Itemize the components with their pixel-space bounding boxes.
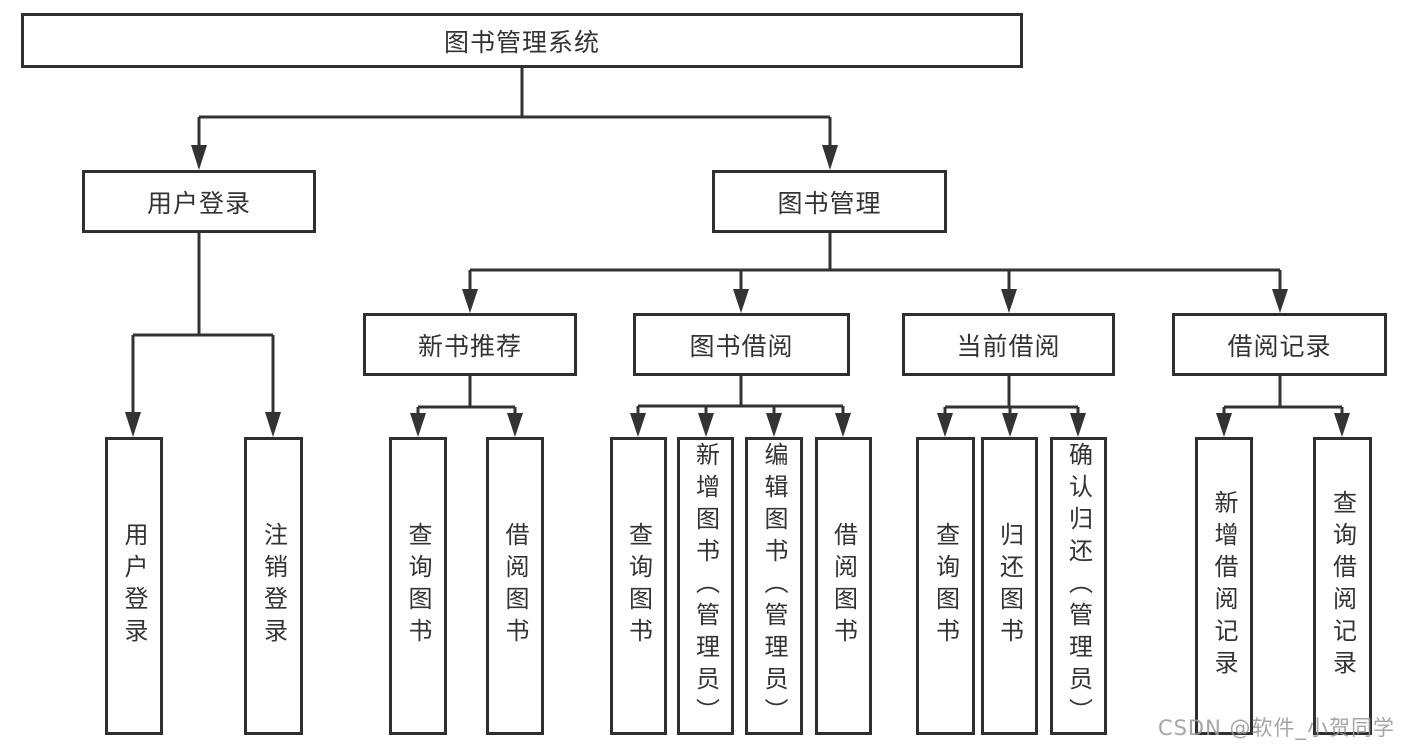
connector-book-management-level3: [468, 233, 1282, 290]
leaf-confirm-return-admin: 确认归还（管理员）: [1050, 437, 1107, 735]
node-label: 图书管理: [777, 188, 882, 218]
node-label: 用户登录: [146, 188, 251, 218]
node-label: 借阅图书: [501, 522, 529, 650]
node-label: 查询图书: [404, 522, 432, 650]
node-borrowing-records: 借阅记录: [1172, 313, 1387, 376]
arrowheads-current-borrow-group: [937, 413, 1086, 437]
node-label: 新增借阅记录: [1210, 490, 1238, 682]
node-library-management-system: 图书管理系统: [21, 13, 1023, 68]
node-new-book-recommendation: 新书推荐: [363, 313, 577, 376]
csdn-watermark: CSDN @软件_小贺同学: [1157, 716, 1395, 740]
node-label: 用户登录: [120, 522, 148, 650]
leaf-query-books-current: 查询图书: [916, 437, 975, 735]
connector-book-borrow-group: [636, 375, 845, 414]
node-label: 注销登录: [259, 522, 288, 650]
node-user-login: 用户登录: [82, 170, 316, 233]
arrowheads-user-login-group: [125, 412, 281, 437]
connector-root-level2: [197, 68, 832, 147]
node-label: 图书管理系统: [443, 27, 600, 57]
arrowheads-book-borrow-group: [630, 413, 851, 437]
node-label: 图书借阅: [689, 331, 794, 361]
node-label: 确认归还（管理员）: [1064, 442, 1093, 730]
node-book-borrowing: 图书借阅: [633, 313, 850, 376]
connector-user-login-group: [131, 233, 275, 414]
arrowheads-new-book-group: [410, 413, 523, 437]
node-label: 当前借阅: [956, 331, 1061, 361]
leaf-logout: 注销登录: [244, 437, 303, 735]
node-label: 查询借阅记录: [1328, 490, 1357, 682]
arrowheads-level2: [191, 145, 838, 170]
arrowheads-borrow-records-group: [1216, 413, 1350, 437]
leaf-add-books-admin: 新增图书（管理员）: [677, 437, 734, 735]
node-label: 查询图书: [624, 522, 653, 650]
node-label: 新增图书（管理员）: [691, 442, 720, 730]
node-label: 新书推荐: [417, 331, 522, 361]
node-book-management: 图书管理: [712, 170, 947, 233]
connector-new-book-group: [416, 376, 517, 414]
arrowheads-level3: [462, 289, 1288, 313]
node-label: 编辑图书（管理员）: [760, 442, 788, 730]
leaf-query-borrow-record: 查询借阅记录: [1313, 437, 1372, 735]
leaf-query-books-recommend: 查询图书: [389, 437, 447, 735]
node-current-borrowing: 当前借阅: [902, 313, 1115, 376]
leaf-return-books: 归还图书: [981, 437, 1038, 735]
node-label: 借阅记录: [1227, 331, 1332, 361]
leaf-borrow-books-recommend: 借阅图书: [486, 437, 544, 735]
connector-current-borrow-group: [943, 376, 1080, 414]
leaf-user-login: 用户登录: [105, 437, 163, 735]
leaf-edit-books-admin: 编辑图书（管理员）: [745, 437, 803, 735]
node-label: 查询图书: [931, 522, 960, 650]
leaf-borrow-books: 借阅图书: [815, 437, 872, 735]
node-label: 归还图书: [995, 522, 1024, 650]
connector-borrow-records-group: [1222, 376, 1344, 414]
node-label: 借阅图书: [829, 522, 858, 650]
leaf-add-borrow-record: 新增借阅记录: [1195, 437, 1253, 735]
leaf-query-books-borrow: 查询图书: [610, 437, 667, 735]
